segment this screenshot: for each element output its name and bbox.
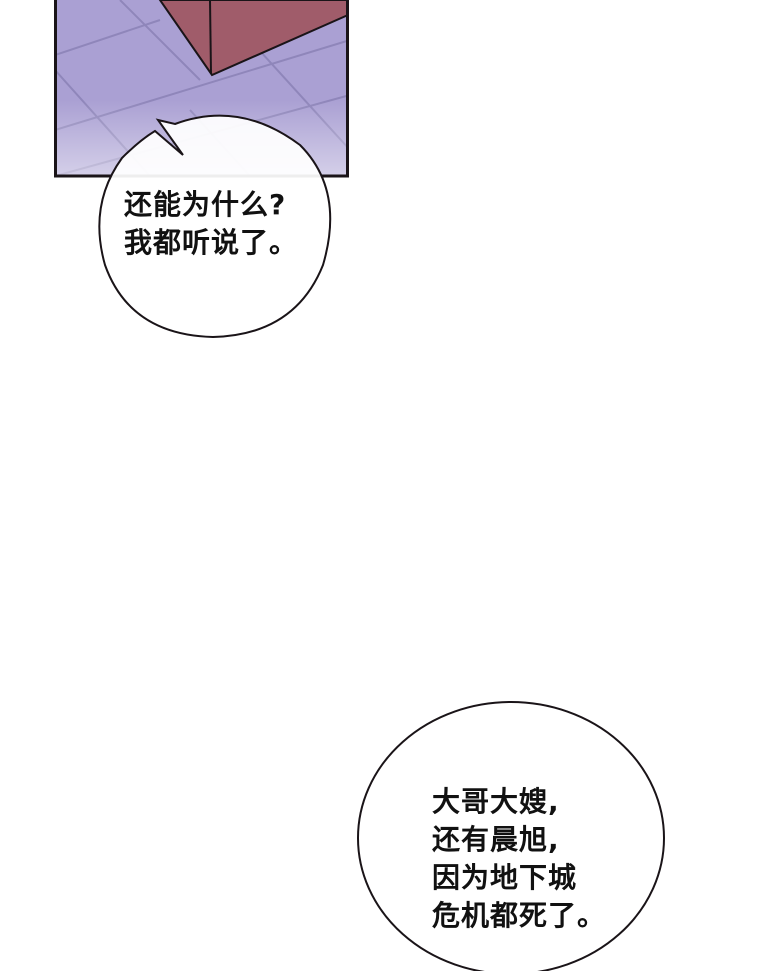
panel-floor-scene (55, 0, 347, 176)
speech-bubble-2-text: 大哥大嫂, 还有晨旭, 因为地下城 危机都死了。 (432, 783, 606, 935)
bubble-line: 危机都死了。 (432, 899, 607, 932)
bubble-line: 因为地下城 (432, 861, 578, 894)
speech-bubble-1 (98, 114, 332, 339)
bubble-line: 我都听说了。 (124, 226, 299, 259)
bubble-line: 大哥大嫂, (432, 785, 560, 818)
bubble-line: 还有晨旭, (432, 823, 560, 856)
bubble-line: 还能为什么? (124, 188, 287, 221)
box (158, 0, 347, 77)
speech-bubble-2 (357, 701, 665, 971)
speech-bubble-1-text: 还能为什么? 我都听说了。 (124, 186, 298, 262)
